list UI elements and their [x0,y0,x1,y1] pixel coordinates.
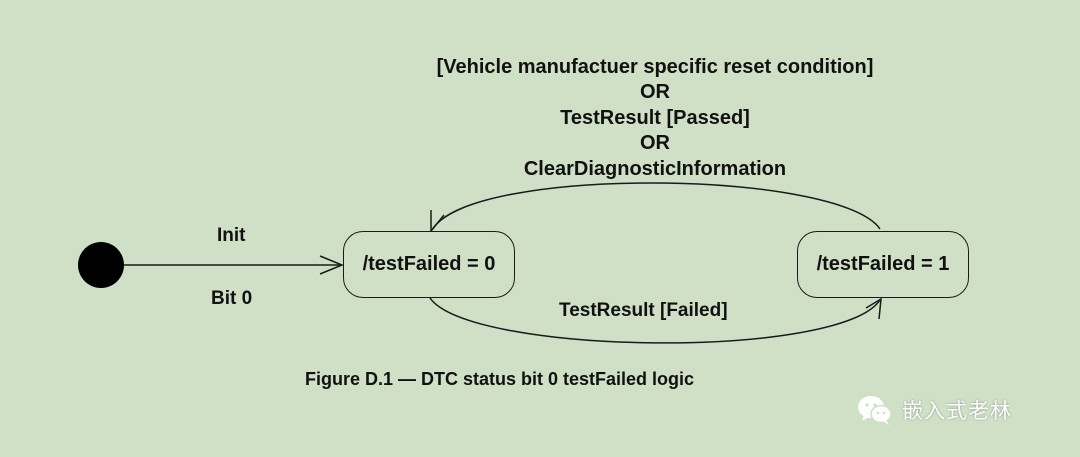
initial-state-node [78,242,124,288]
figure-caption: Figure D.1 — DTC status bit 0 testFailed… [305,369,695,389]
watermark: 嵌入式老林 [856,392,1012,428]
watermark-text: 嵌入式老林 [902,399,1012,423]
reset-transition-arc [431,182,881,231]
wechat-icon [858,396,892,425]
reset-condition-line-2: TestResult [Passed] [560,107,750,129]
reset-transition-arrowhead [430,210,445,234]
reset-condition-line-3: ClearDiagnosticInformation [523,158,787,180]
reset-condition-line-1: [Vehicle manufactuer specific reset cond… [436,56,874,78]
init-transition-arrowhead [319,255,344,275]
state-test-failed-0: /testFailed = 0 [343,231,515,298]
reset-condition-or-1: OR [640,81,670,103]
failed-transition-arc [429,297,881,344]
failed-transition-label: TestResult [Failed] [559,300,728,321]
failed-transition-arrowhead [865,297,882,320]
bit-zero-label: Bit 0 [211,288,253,309]
reset-condition-or-2: OR [640,132,670,154]
init-label: Init [217,225,246,246]
state-test-failed-1: /testFailed = 1 [797,231,969,298]
